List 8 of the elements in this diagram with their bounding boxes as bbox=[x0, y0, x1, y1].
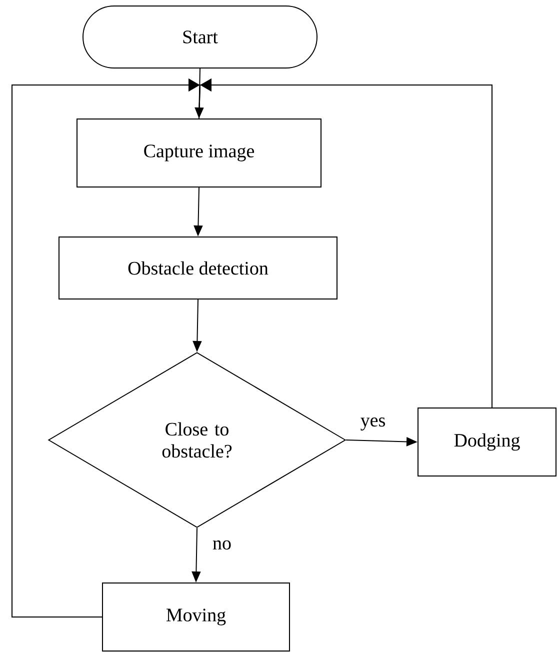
edge-label: yes bbox=[359, 416, 387, 432]
process-box: Dodging bbox=[418, 408, 556, 476]
process-box: Moving bbox=[102, 582, 290, 652]
process-box: Capture image bbox=[76, 118, 322, 188]
start-terminal: Start bbox=[82, 6, 318, 68]
edge-label: no bbox=[212, 539, 232, 551]
process-box: Obstacle detection bbox=[58, 236, 338, 300]
arrow bbox=[12, 78, 201, 618]
